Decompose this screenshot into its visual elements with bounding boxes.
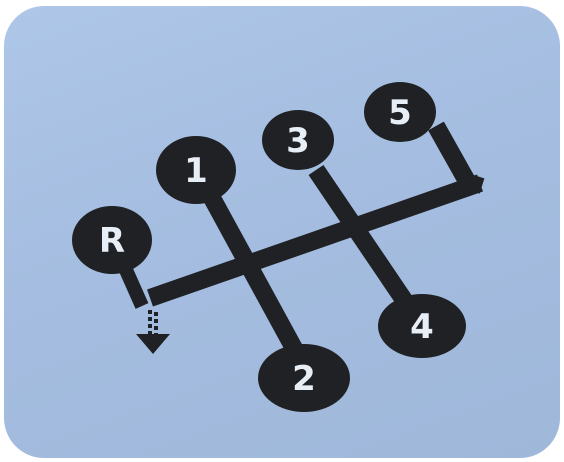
gear-5-label: 5 [388,93,412,133]
gear-4-label: 4 [410,307,434,347]
gear-1: 1 [156,136,236,204]
gear-5: 5 [364,82,436,142]
stem-r [126,270,142,306]
gear-2-label: 2 [292,359,316,399]
gear-4: 4 [378,294,466,358]
gear-r-label: R [99,221,125,261]
reverse-arrow-icon [136,310,170,354]
gear-1-label: 1 [184,151,208,191]
gear-3-label: 3 [286,121,310,161]
gear-2: 2 [258,344,350,412]
stem-5-joint [466,181,482,186]
stem-5 [436,126,468,183]
gear-3: 3 [262,110,334,170]
gear-r: R [72,206,152,274]
